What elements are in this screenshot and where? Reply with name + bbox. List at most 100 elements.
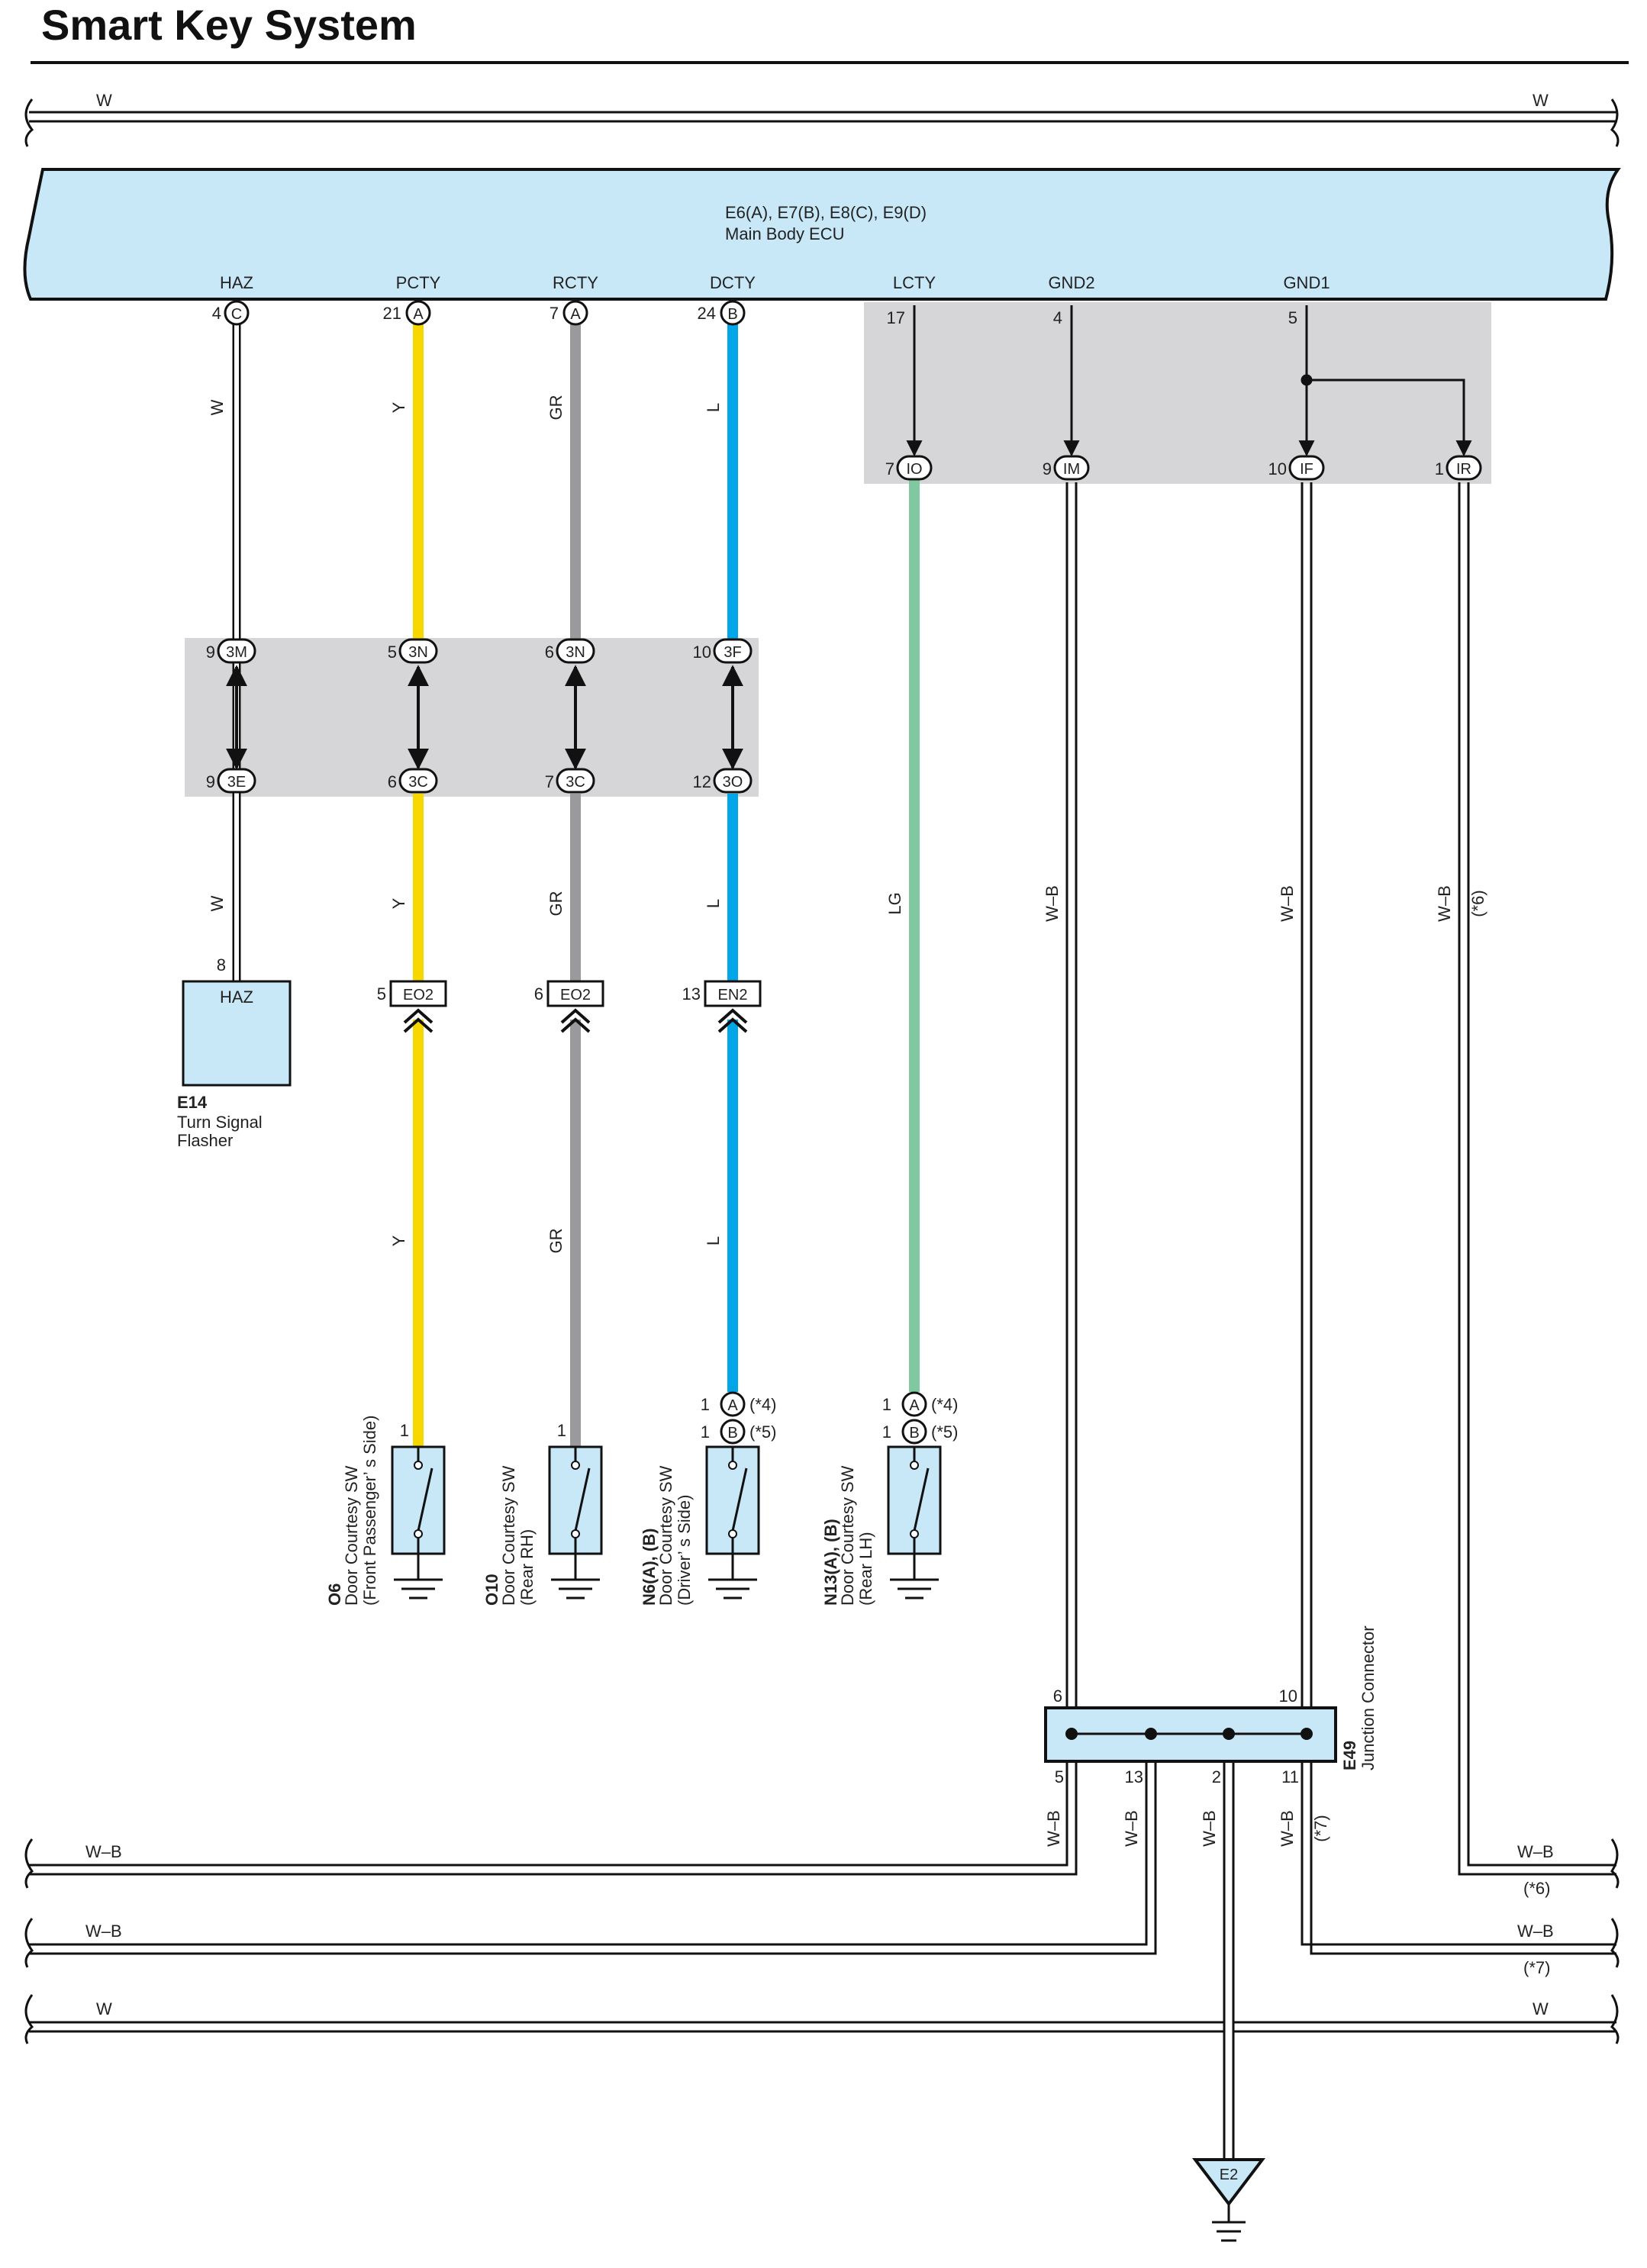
svg-text:3M: 3M xyxy=(226,644,247,661)
svg-text:EO2: EO2 xyxy=(560,987,591,1004)
svg-text:(*4): (*4) xyxy=(931,1395,958,1414)
svg-text:A: A xyxy=(727,1397,738,1414)
inline-connectors: 5 EO2 6 EO2 13 EN2 xyxy=(377,980,762,1033)
wire-wb-im xyxy=(1065,482,1078,1706)
svg-text:EN2: EN2 xyxy=(718,987,748,1004)
pin-gnd2: 4 xyxy=(1053,308,1062,327)
svg-text:1: 1 xyxy=(701,1422,710,1442)
svg-text:Door Courtesy SW: Door Courtesy SW xyxy=(342,1465,361,1606)
door-switch-n6: 1 A (*4) 1 B (*5) N6(A), (B) Door Courte… xyxy=(640,1391,776,1606)
svg-text:Door Courtesy SW: Door Courtesy SW xyxy=(656,1465,675,1606)
ecu-terminal-gnd2: GND2 xyxy=(1048,273,1094,292)
svg-text:13: 13 xyxy=(682,984,701,1004)
ecu-terminal-pcty: PCTY xyxy=(396,273,441,292)
svg-text:1: 1 xyxy=(882,1395,891,1414)
pin-lcty: 17 xyxy=(887,308,905,327)
ecu-terminal-rcty: RCTY xyxy=(553,273,598,292)
svg-text:10: 10 xyxy=(1279,1687,1297,1706)
bus-row-3: W W xyxy=(24,1994,1620,2044)
ecu-terminal-dcty: DCTY xyxy=(710,273,756,292)
svg-text:3N: 3N xyxy=(566,644,585,661)
svg-text:4: 4 xyxy=(212,304,221,323)
conn-upper-4: 10 3F xyxy=(693,638,753,664)
svg-text:LG: LG xyxy=(885,892,904,914)
svg-text:L: L xyxy=(704,403,723,412)
svg-text:(*4): (*4) xyxy=(749,1395,776,1414)
svg-text:(Front Passenger’ s Side): (Front Passenger’ s Side) xyxy=(360,1416,379,1606)
svg-text:6: 6 xyxy=(545,643,554,662)
ecu-name: Main Body ECU xyxy=(725,224,845,243)
svg-text:Junction Connector: Junction Connector xyxy=(1359,1625,1378,1770)
svg-text:12: 12 xyxy=(693,772,711,791)
svg-text:8: 8 xyxy=(217,955,226,975)
pin-haz: 4 C xyxy=(212,300,250,326)
svg-text:E14: E14 xyxy=(177,1093,208,1112)
svg-text:11: 11 xyxy=(1281,1767,1299,1786)
svg-text:W–B: W–B xyxy=(1200,1810,1219,1847)
svg-text:9: 9 xyxy=(206,643,215,662)
svg-text:(*6): (*6) xyxy=(1468,890,1487,917)
svg-text:IM: IM xyxy=(1063,461,1080,478)
svg-text:EO2: EO2 xyxy=(403,987,434,1004)
svg-text:Y: Y xyxy=(389,1235,408,1246)
svg-text:W–B: W–B xyxy=(85,1922,122,1941)
svg-text:W–B: W–B xyxy=(1517,1922,1554,1941)
svg-text:B: B xyxy=(727,1425,737,1442)
svg-text:(*5): (*5) xyxy=(931,1422,958,1442)
svg-text:Flasher: Flasher xyxy=(177,1131,233,1150)
svg-text:W: W xyxy=(208,895,227,911)
wire-wb-if xyxy=(1301,482,1313,1706)
block1-connectors: 7 IO 9 IM 10 IF 1 IR xyxy=(885,455,1482,481)
svg-text:3F: 3F xyxy=(724,644,741,661)
conn-en2: 13 EN2 xyxy=(682,980,762,1033)
svg-text:7: 7 xyxy=(550,304,559,323)
conn-eo2-b: 6 EO2 xyxy=(534,980,604,1033)
svg-text:Door Courtesy SW: Door Courtesy SW xyxy=(499,1465,518,1606)
svg-text:1: 1 xyxy=(1435,459,1444,478)
svg-text:A: A xyxy=(413,306,424,323)
conn-lower-4: 12 3O xyxy=(693,768,753,794)
ecu-terminal-lcty: LCTY xyxy=(893,273,936,292)
svg-text:10: 10 xyxy=(1268,459,1287,478)
svg-text:6: 6 xyxy=(388,772,397,791)
page-title: Smart Key System xyxy=(41,1,417,49)
svg-text:O6: O6 xyxy=(325,1583,344,1606)
ecu-code: E6(A), E7(B), E8(C), E9(D) xyxy=(725,203,927,222)
door-switch-o10: 1 O10 Door Courtesy SW (Rear RH) xyxy=(482,1421,603,1606)
svg-text:W–B: W–B xyxy=(1044,1810,1063,1847)
door-switch-n13: 1 A (*4) 1 B (*5) N13(A), (B) Door Court… xyxy=(821,1391,958,1606)
svg-text:W: W xyxy=(208,399,227,415)
bus-row-1: W–B W–B (*6) xyxy=(24,1838,1620,1898)
svg-text:W–B: W–B xyxy=(1278,1810,1297,1847)
svg-text:5: 5 xyxy=(388,643,397,662)
svg-text:3C: 3C xyxy=(566,774,585,791)
block2-connectors: 9 3M 5 3N 6 3N 10 3F 9 3E 6 3C xyxy=(206,638,753,794)
top-bus-right-label: W xyxy=(1533,91,1549,110)
wire-color-labels: W Y GR L W Y GR L LG W–B W–B W–B (*6) Y … xyxy=(208,395,1487,1254)
svg-text:6: 6 xyxy=(1053,1687,1062,1706)
ecu-terminal-gnd1: GND1 xyxy=(1283,273,1330,292)
junction-connector-e49: 6 10 5 13 2 11 E49 Junction Connector xyxy=(1044,1625,1378,1786)
svg-text:5: 5 xyxy=(377,984,386,1004)
svg-text:(*5): (*5) xyxy=(749,1422,776,1442)
svg-text:1: 1 xyxy=(882,1422,891,1442)
svg-text:IR: IR xyxy=(1456,461,1471,478)
block2-arrows xyxy=(226,665,743,770)
top-w-bus: W W xyxy=(24,91,1620,147)
svg-text:3C: 3C xyxy=(408,774,428,791)
svg-text:1: 1 xyxy=(400,1421,409,1440)
svg-text:IO: IO xyxy=(906,461,922,478)
svg-text:L: L xyxy=(704,1236,723,1245)
conn-upper-3: 6 3N xyxy=(545,638,595,664)
svg-text:A: A xyxy=(570,306,581,323)
svg-text:GR: GR xyxy=(546,1229,566,1254)
svg-text:(*7): (*7) xyxy=(1523,1958,1550,1977)
svg-text:5: 5 xyxy=(1055,1767,1064,1786)
svg-text:C: C xyxy=(231,306,242,323)
svg-text:7: 7 xyxy=(885,459,894,478)
svg-text:6: 6 xyxy=(534,984,543,1004)
e49-lower-labels: W–B W–B W–B W–B (*7) xyxy=(1044,1810,1330,1847)
svg-text:W: W xyxy=(1533,1999,1549,2018)
pin-pcty: 21 A xyxy=(383,300,431,326)
ecu-terminal-haz: HAZ xyxy=(220,273,253,292)
